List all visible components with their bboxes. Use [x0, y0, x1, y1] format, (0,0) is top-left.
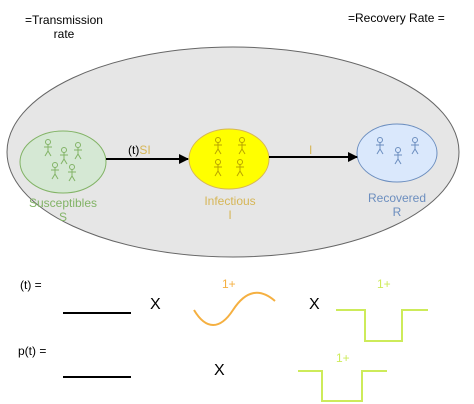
- step-wave-green-row2: [298, 370, 387, 402]
- transmission-rate-line2: rate: [53, 27, 75, 41]
- susceptible-symbol: S: [58, 210, 67, 224]
- transmission-rate-label: =Transmission rate: [14, 13, 114, 41]
- infectious-symbol: I: [228, 208, 232, 222]
- s-to-i-rate-suffix: SI: [139, 143, 151, 157]
- infectious-node: [188, 128, 270, 190]
- s-to-i-rate-prefix: (t): [128, 143, 140, 157]
- row1-equation-label: (t) =: [20, 278, 42, 292]
- transmission-rate-line1: =Transmission: [25, 13, 103, 27]
- infectious-name: Infectious: [204, 194, 256, 208]
- infectious-people-icon: [214, 137, 246, 177]
- sine-wave-orange: [193, 291, 276, 326]
- row1-times-1: X: [150, 296, 161, 313]
- row1-green-one-plus: 1+: [377, 277, 391, 291]
- row2-equation-label: p(t) =: [18, 344, 47, 358]
- recovery-rate-label: =Recovery Rate =: [348, 11, 445, 25]
- s-to-i-rate-label: (t)SI: [128, 143, 151, 157]
- i-to-r-rate-label: I: [309, 143, 313, 157]
- step-wave-green-row1: [336, 309, 428, 342]
- recovered-node: [356, 123, 438, 183]
- recovered-label: Recovered R: [357, 191, 437, 219]
- row1-orange-one-plus: 1+: [222, 277, 236, 291]
- recovered-name: Recovered: [367, 191, 427, 205]
- susceptible-node: [19, 130, 107, 194]
- susceptible-name: Susceptibles: [28, 196, 98, 210]
- row2-green-one-plus: 1+: [336, 351, 350, 365]
- recovered-symbol: R: [392, 205, 402, 219]
- infectious-label: Infectious I: [190, 194, 270, 222]
- recovered-people-icon: [376, 137, 419, 165]
- row1-times-2: X: [309, 296, 320, 313]
- susceptible-people-icon: [44, 139, 82, 182]
- row2-times: X: [214, 362, 225, 379]
- susceptible-label: Susceptibles S: [18, 196, 108, 224]
